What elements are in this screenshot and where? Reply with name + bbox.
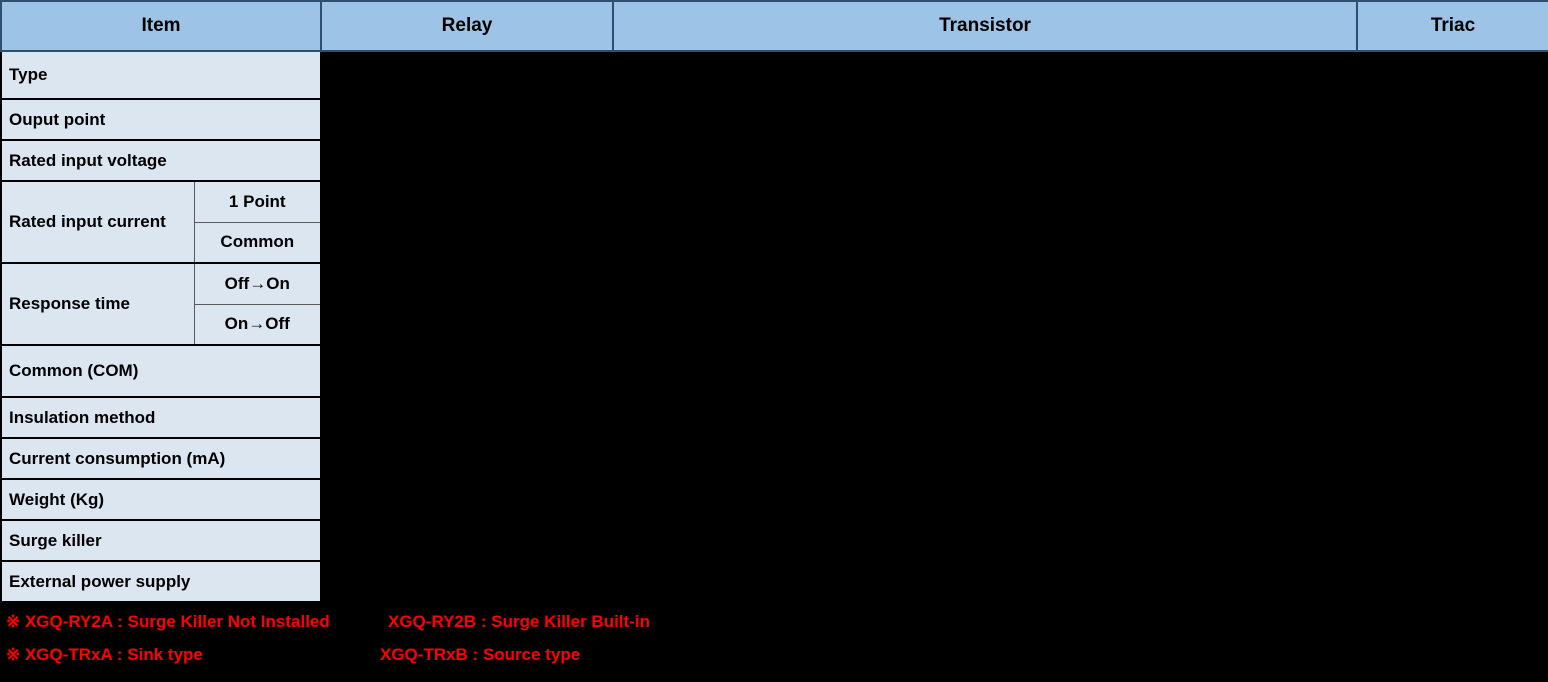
value-type-triac <box>1357 51 1548 99</box>
value-response-time-on-off-transistor <box>613 304 1358 345</box>
row-label-surge-killer: Surge killer <box>0 519 323 562</box>
column-header-transistor: Transistor <box>612 0 1359 52</box>
value-rated-input-current-1-point-triac <box>1357 181 1548 222</box>
column-header-triac: Triac <box>1356 0 1548 52</box>
table-row: Common (COM) <box>0 344 1548 398</box>
io-specification-table: Item Relay Transistor Triac Type Ouput p… <box>0 0 1548 603</box>
sub-label-rated-input-current-1-point: 1 Point <box>194 180 323 223</box>
footnote-xgq-ry2a: ※ XGQ-RY2A : Surge Killer Not Installed <box>6 612 330 631</box>
value-response-time-off-on-triac <box>1357 263 1548 304</box>
sub-label-rated-input-current-common: Common <box>194 221 323 264</box>
row-label-external-power-supply: External power supply <box>0 560 323 603</box>
table-row: Weight (Kg) <box>0 478 1548 521</box>
value-type-relay <box>321 51 614 99</box>
value-common-com-triac <box>1357 345 1548 397</box>
value-external-power-supply-transistor <box>613 561 1358 602</box>
header-row: Item Relay Transistor Triac <box>0 0 1548 52</box>
value-response-time-off-on-relay <box>321 263 614 304</box>
table-body: Type Ouput point Rated input voltage Rat… <box>0 50 1548 603</box>
table-row: Current consumption (mA) <box>0 437 1548 480</box>
sub-label-response-time-on-off: On→Off <box>194 303 323 346</box>
value-rated-input-current-1-point-relay <box>321 181 614 222</box>
value-weight-transistor <box>613 479 1358 520</box>
table-row: On→Off <box>1 303 1548 346</box>
table-row: Response time Off→On <box>0 262 1548 346</box>
value-surge-killer-transistor <box>613 520 1358 561</box>
value-weight-triac <box>1357 479 1548 520</box>
value-weight-relay <box>321 479 614 520</box>
sub-label-response-time-off-on: Off→On <box>194 262 323 305</box>
row-label-current-consumption: Current consumption (mA) <box>0 437 323 480</box>
value-rated-input-current-common-triac <box>1357 222 1548 263</box>
value-common-com-relay <box>321 345 614 397</box>
footnote-xgq-trxb: XGQ-TRxB : Source type <box>380 645 581 664</box>
row-label-weight: Weight (Kg) <box>0 478 323 521</box>
value-rated-input-current-common-transistor <box>613 222 1358 263</box>
footnote-line-surge-killer: ※ XGQ-RY2A : Surge Killer Not Installed … <box>0 612 1548 645</box>
table-row: Type <box>0 50 1548 100</box>
table-row: Common <box>1 221 1548 264</box>
table-header: Item Relay Transistor Triac <box>0 0 1548 52</box>
value-common-com-transistor <box>613 345 1358 397</box>
value-external-power-supply-relay <box>321 561 614 602</box>
table-row: Ouput point <box>0 98 1548 141</box>
footnote-xgq-trxa: ※ XGQ-TRxA : Sink type <box>6 645 203 664</box>
table-row: Rated input current 1 Point <box>0 180 1548 264</box>
column-header-relay: Relay <box>320 0 615 52</box>
value-rated-input-current-common-relay <box>321 222 614 263</box>
value-insulation-method-transistor <box>613 397 1358 438</box>
row-label-rated-input-voltage: Rated input voltage <box>0 139 323 182</box>
footnote-xgq-ry2b: XGQ-RY2B : Surge Killer Built-in <box>388 612 650 631</box>
column-header-item: Item <box>0 0 323 52</box>
value-type-transistor <box>613 51 1358 99</box>
value-insulation-method-triac <box>1357 397 1548 438</box>
value-ouput-point-relay <box>321 99 614 140</box>
value-rated-input-voltage-triac <box>1357 140 1548 181</box>
table-row: Insulation method <box>0 396 1548 439</box>
row-label-rated-input-current: Rated input current <box>0 180 195 264</box>
footnote-line-sink-source: ※ XGQ-TRxA : Sink type XGQ-TRxB : Source… <box>0 645 1548 678</box>
table-row: Surge killer <box>0 519 1548 562</box>
row-label-type: Type <box>0 50 323 100</box>
value-ouput-point-transistor <box>613 99 1358 140</box>
value-external-power-supply-triac <box>1357 561 1548 602</box>
footnotes: ※ XGQ-RY2A : Surge Killer Not Installed … <box>0 612 1548 678</box>
value-insulation-method-relay <box>321 397 614 438</box>
value-current-consumption-transistor <box>613 438 1358 479</box>
value-rated-input-current-1-point-transistor <box>613 181 1358 222</box>
value-response-time-off-on-transistor <box>613 263 1358 304</box>
value-ouput-point-triac <box>1357 99 1548 140</box>
row-label-insulation-method: Insulation method <box>0 396 323 439</box>
value-current-consumption-relay <box>321 438 614 479</box>
value-response-time-on-off-triac <box>1357 304 1548 345</box>
value-surge-killer-relay <box>321 520 614 561</box>
value-surge-killer-triac <box>1357 520 1548 561</box>
value-rated-input-voltage-relay <box>321 140 614 181</box>
table-row: External power supply <box>0 560 1548 603</box>
table-row: Rated input voltage <box>0 139 1548 182</box>
value-response-time-on-off-relay <box>321 304 614 345</box>
value-current-consumption-triac <box>1357 438 1548 479</box>
row-label-ouput-point: Ouput point <box>0 98 323 141</box>
value-rated-input-voltage-transistor <box>613 140 1358 181</box>
row-label-common-com: Common (COM) <box>0 344 323 398</box>
row-label-response-time: Response time <box>0 262 195 346</box>
